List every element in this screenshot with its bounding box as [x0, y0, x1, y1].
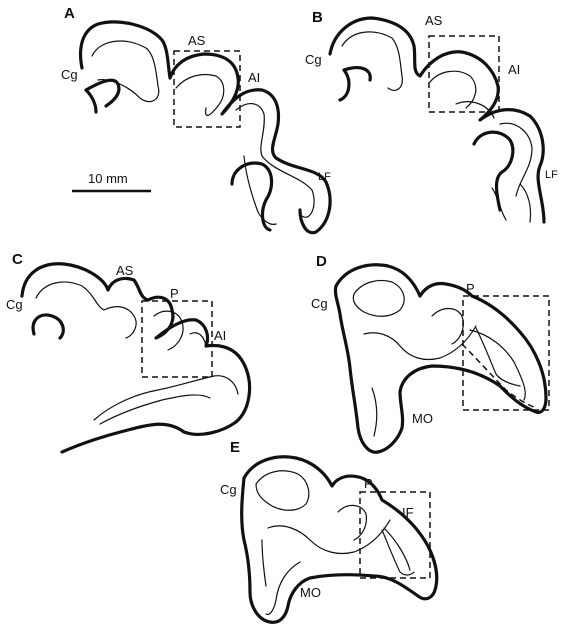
panel-d-letter: D [316, 253, 327, 270]
panel-c-letter: C [12, 251, 23, 268]
panel-c: C Cg AS P AI [6, 251, 250, 452]
panel-e-label-if: IF [402, 505, 414, 520]
panel-b-cortex-outline [330, 18, 544, 222]
panel-a-cortex-outline [81, 22, 331, 233]
panel-c-label-as: AS [116, 263, 134, 278]
panel-a-white-matter [92, 41, 314, 224]
panel-c-cortex-outline [22, 264, 250, 435]
panel-a-label-ai: AI [248, 70, 260, 85]
panel-e-label-cg: Cg [220, 482, 237, 497]
panel-b-lower-gyrus [474, 132, 513, 210]
panel-b: B Cg AS AI LF [305, 9, 558, 222]
panel-b-label-lf: LF [545, 169, 558, 181]
panel-b-label-ai: AI [508, 62, 520, 77]
scale-bar: 10 mm [72, 171, 151, 191]
panel-e: E Cg P IF MO [220, 439, 437, 622]
panel-d-label-p: P [466, 281, 475, 296]
panel-c-white-matter [36, 282, 238, 424]
panel-d-white-matter [353, 281, 525, 437]
panel-a-letter: A [64, 5, 75, 22]
panel-d: D Cg P MO [311, 253, 549, 452]
panel-e-cortex-outline [242, 457, 437, 622]
panel-a-lower-gyrus [232, 163, 272, 230]
panel-d-cortex-outline [335, 265, 546, 452]
panel-b-label-cg: Cg [305, 52, 322, 67]
panel-a: A Cg AS AI LF [61, 5, 331, 233]
panel-c-label-cg: Cg [6, 297, 23, 312]
scale-bar-label: 10 mm [88, 171, 128, 186]
panel-e-letter: E [230, 439, 240, 456]
panel-c-label-p: P [170, 286, 179, 301]
panel-c-lower-edge [62, 424, 184, 452]
panel-d-label-cg: Cg [311, 296, 328, 311]
panel-e-label-mo: MO [300, 585, 321, 600]
panel-b-label-as: AS [425, 13, 443, 28]
panel-c-roi-box [142, 301, 212, 377]
panel-c-label-ai: AI [214, 328, 226, 343]
panel-b-letter: B [312, 9, 323, 26]
panel-a-label-cg: Cg [61, 67, 78, 82]
panel-e-label-p: P [364, 476, 373, 491]
panel-a-label-lf: LF [318, 171, 331, 183]
panel-a-label-as: AS [188, 33, 206, 48]
panel-d-label-mo: MO [412, 411, 433, 426]
